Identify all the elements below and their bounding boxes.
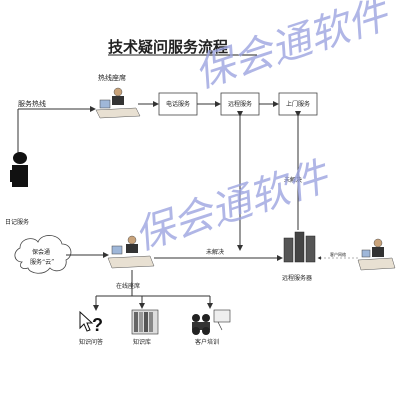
cloud-label-1: 保会通 [32,248,50,256]
watermark-1: 保会通软件 [189,0,396,98]
onsite-service-label: 上门服务 [286,100,310,108]
online-operator-icon [107,235,155,269]
diagram-title: 技术疑问服务流程 [108,38,228,56]
cloud-label-2: 服务“云” [30,258,54,266]
cloud-icon [14,235,72,274]
person-icon [10,152,28,187]
customer-operator-icon [357,238,396,271]
server-icon [283,231,316,263]
svg-text:?: ? [92,315,103,335]
watermark-2: 保会通软件 [129,153,336,259]
unresolved-right-label: 未解决 [284,176,302,184]
remote-server-label: 远程服务器 [282,274,312,282]
customer-network-label: 客户网络 [330,251,346,257]
knowledge-qa-label: 知识问答 [79,338,103,346]
hotline-operator-icon [95,87,141,119]
group-training-icon [192,309,231,335]
hotline-label: 服务热线 [18,99,46,108]
remote-service-label: 远程服务 [228,100,252,108]
question-icon: ? [79,310,103,335]
bookshelf-icon [131,309,159,335]
phone-service-label: 电话服务 [166,100,190,108]
online-seat-label: 在线座席 [116,282,140,290]
unresolved-mid-label: 未解决 [206,248,224,256]
knowledge-base-label: 知识库 [133,338,151,346]
hotline-seat-label: 热线座席 [98,73,126,82]
customer-training-label: 客户培训 [195,338,219,346]
side-label: 日记服务 [5,218,29,226]
